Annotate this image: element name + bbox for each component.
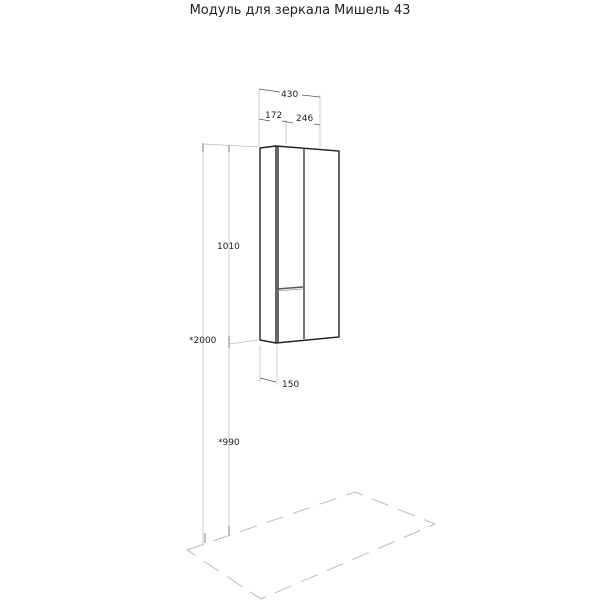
drawer-line [276,286,304,290]
floor-outline [185,491,437,600]
dim-line-430 [301,94,321,98]
dim-label-1010: 1010 [217,242,240,252]
dim-label-150: 150 [282,380,299,390]
dim-line-246 [313,123,321,126]
dim-label-2000: *2000 [189,336,217,346]
cabinet [259,145,340,344]
extension-line [228,339,259,345]
dim-line-172 [258,118,271,122]
dim-label-172: 172 [265,111,282,121]
extension-line [202,143,259,148]
dim-line-430 [258,88,281,93]
drawing-title: Модуль для зеркала Мишель 43 [189,3,411,18]
dim-line-246 [281,120,294,124]
drawer-handle [276,288,304,292]
dim-line-150 [259,377,277,383]
cabinet-outline [259,145,340,344]
dim-label-430: 430 [281,90,298,100]
dim-label-990: *990 [218,438,240,448]
dim-label-246: 246 [296,114,313,124]
